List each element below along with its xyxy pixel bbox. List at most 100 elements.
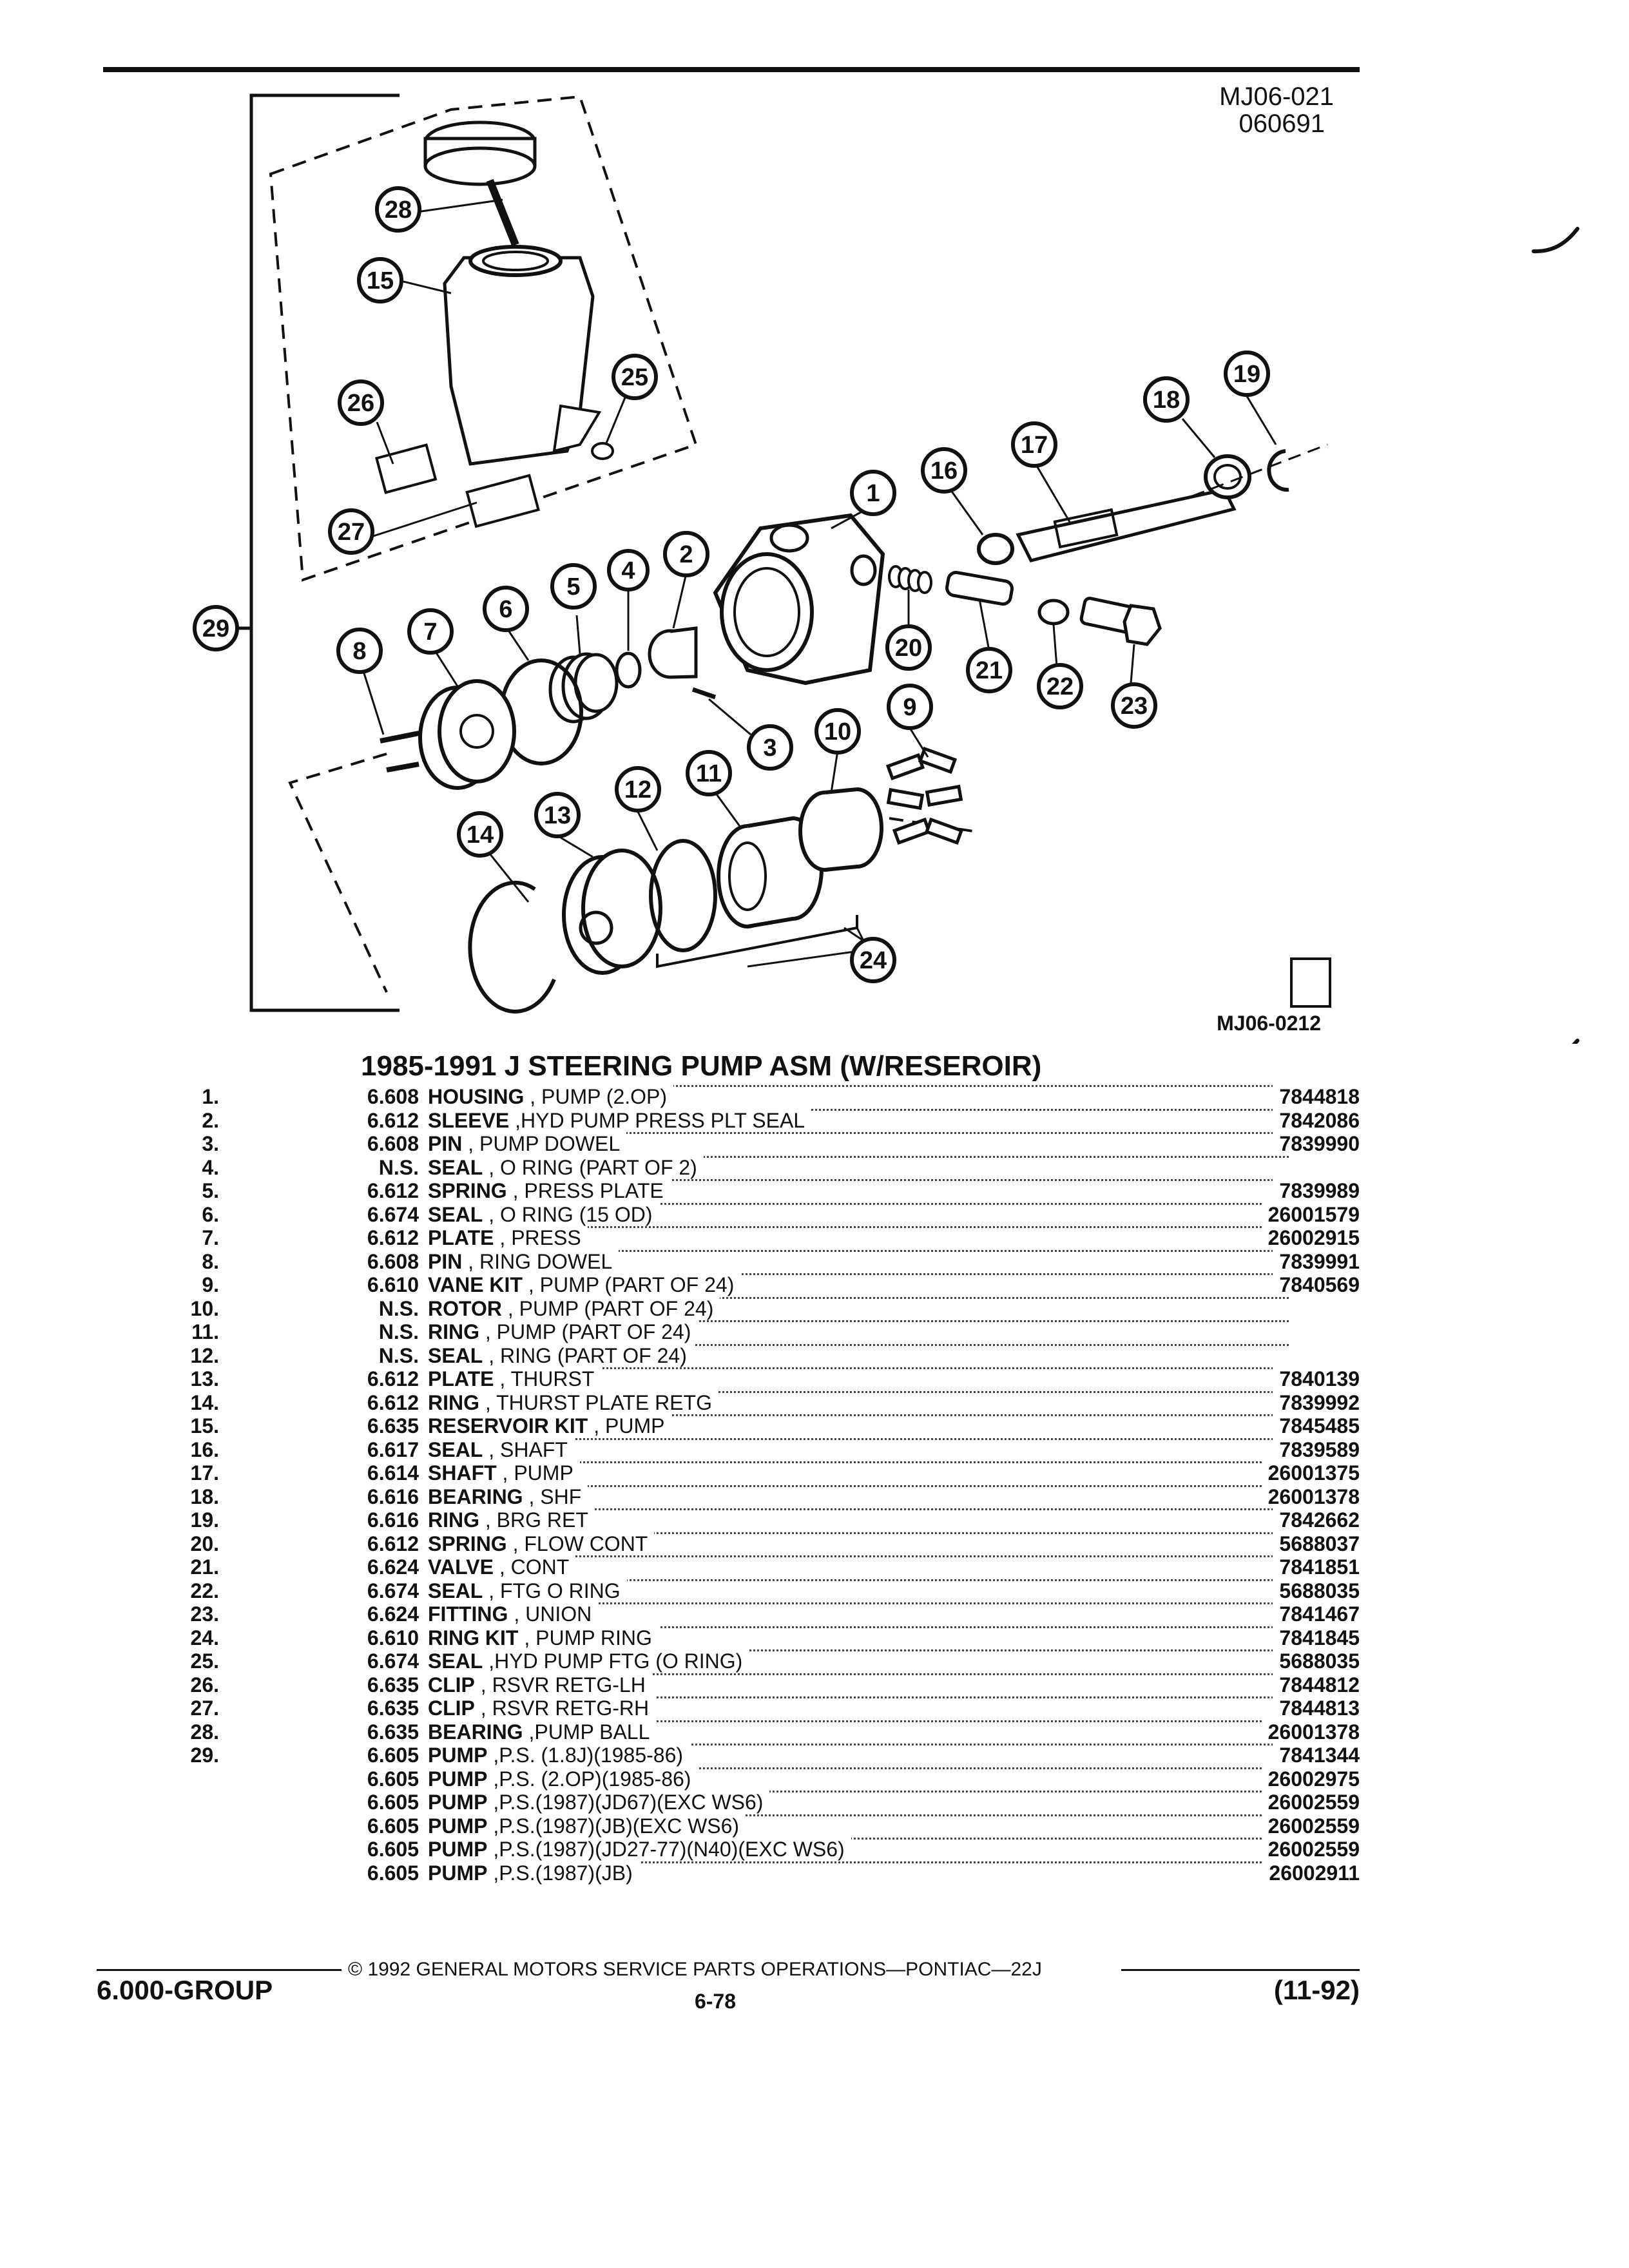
item-number: 24. [190,1626,219,1649]
footer-group: 6.000-GROUP [97,1975,273,2005]
dot-leader [432,1202,1289,1205]
group-number: 6.635 [367,1696,419,1720]
part-number: 26002559 [1261,1791,1360,1814]
part-name: BEARING [428,1720,523,1744]
footer-rule-left [97,1969,342,1971]
group-number: 6.635 [367,1673,419,1696]
part-number: 7839990 [1273,1132,1360,1155]
dot-leader [432,1626,1289,1628]
dot-leader [432,1744,1289,1745]
callout-10: 10 [824,718,851,745]
part-detail: ,P.S.(1987)(JD67)(EXC WS6) [493,1791,764,1814]
part-number: 26002559 [1261,1838,1360,1861]
part-number: 7839992 [1273,1390,1360,1414]
ref-code-1: MJ06-021 [1219,82,1334,111]
dot-leader [432,1155,1289,1158]
group-number: 6.617 [367,1437,419,1461]
item-number: 10. [190,1296,219,1320]
part-description: PLATE , PRESS [428,1226,588,1249]
part-name: BEARING [428,1485,523,1508]
part-description: SEAL , O RING (15 OD) [428,1202,659,1226]
assembly-bracket [249,93,400,1012]
part-detail: , O RING (15 OD) [488,1202,653,1226]
group-number: 6.612 [367,1108,419,1132]
part-description: VALVE , CONT [428,1555,576,1579]
dot-leader [432,1485,1289,1487]
part-detail: ,P.S. (1.8J)(1985-86) [493,1744,684,1767]
part-name: PIN [428,1132,463,1155]
figure-code: MJ06-0212 [1217,1012,1321,1035]
part-detail: , PRESS [499,1226,581,1249]
item-number: 29. [190,1744,219,1767]
group-number: 6.612 [367,1179,419,1202]
part-description: SPRING , FLOW CONT [428,1532,655,1555]
group-number: N.S. [378,1320,419,1343]
group-number: 6.608 [367,1249,419,1273]
part-name: SPRING [428,1532,507,1555]
part-description: PLATE , THURST [428,1367,601,1390]
item-number: 7. [202,1226,219,1249]
item-number: 25. [190,1649,219,1673]
item-number: 27. [190,1696,219,1720]
group-number: 6.624 [367,1555,419,1579]
group-number: 6.674 [367,1579,419,1602]
ref-code-2: 060691 [1239,110,1325,138]
part-description: PUMP ,P.S. (2.OP)(1985-86) [428,1767,698,1791]
part-name: RING KIT [428,1626,519,1649]
part-detail: ,P.S.(1987)(JD27-77)(N40)(EXC WS6) [493,1838,845,1861]
dot-leader [432,1320,1289,1322]
part-name: PIN [428,1249,463,1273]
part-number: 5688035 [1273,1579,1360,1602]
callout-7: 7 [423,619,437,646]
part-detail: , FTG O RING [488,1579,621,1602]
dot-leader [432,1343,1289,1346]
part-name: RING [428,1508,479,1532]
dot-leader [432,1861,1289,1863]
part-number: 26002911 [1262,1861,1360,1885]
callout-8: 8 [352,638,366,665]
part-name: FITTING [428,1602,508,1626]
part-detail: , UNION [514,1602,592,1626]
part-description: SLEEVE ,HYD PUMP PRESS PLT SEAL [428,1108,812,1132]
item-number: 3. [202,1132,219,1155]
part-description: RING , BRG RET [428,1508,595,1532]
dot-leader [432,1579,1289,1581]
part-name: SPRING [428,1179,507,1202]
dot-leader [432,1273,1289,1275]
part-detail: , FLOW CONT [512,1532,648,1555]
item-number: 26. [190,1673,219,1696]
part-detail: ,P.S.(1987)(JB)(EXC WS6) [493,1814,740,1838]
dot-leader [432,1249,1289,1252]
part-detail: ,PUMP BALL [528,1720,650,1744]
callout-17: 17 [1021,432,1048,459]
part-detail: , PUMP (PART OF 24) [485,1320,691,1343]
callout-6: 6 [499,596,512,623]
group-number: 6.635 [367,1414,419,1437]
dot-leader [432,1296,1289,1299]
item-number: 22. [190,1579,219,1602]
part-name: PUMP [428,1744,488,1767]
group-number: 6.608 [367,1132,419,1155]
part-name: SEAL [428,1343,483,1367]
dot-leader [432,1602,1289,1604]
dot-leader [432,1508,1289,1510]
part-detail: , PUMP RING [524,1626,652,1649]
item-number: 21. [190,1555,219,1579]
reservoir-boundary [269,95,698,582]
part-name: RING [428,1320,479,1343]
dot-leader [432,1437,1289,1440]
part-detail: ,HYD PUMP PRESS PLT SEAL [515,1108,805,1132]
